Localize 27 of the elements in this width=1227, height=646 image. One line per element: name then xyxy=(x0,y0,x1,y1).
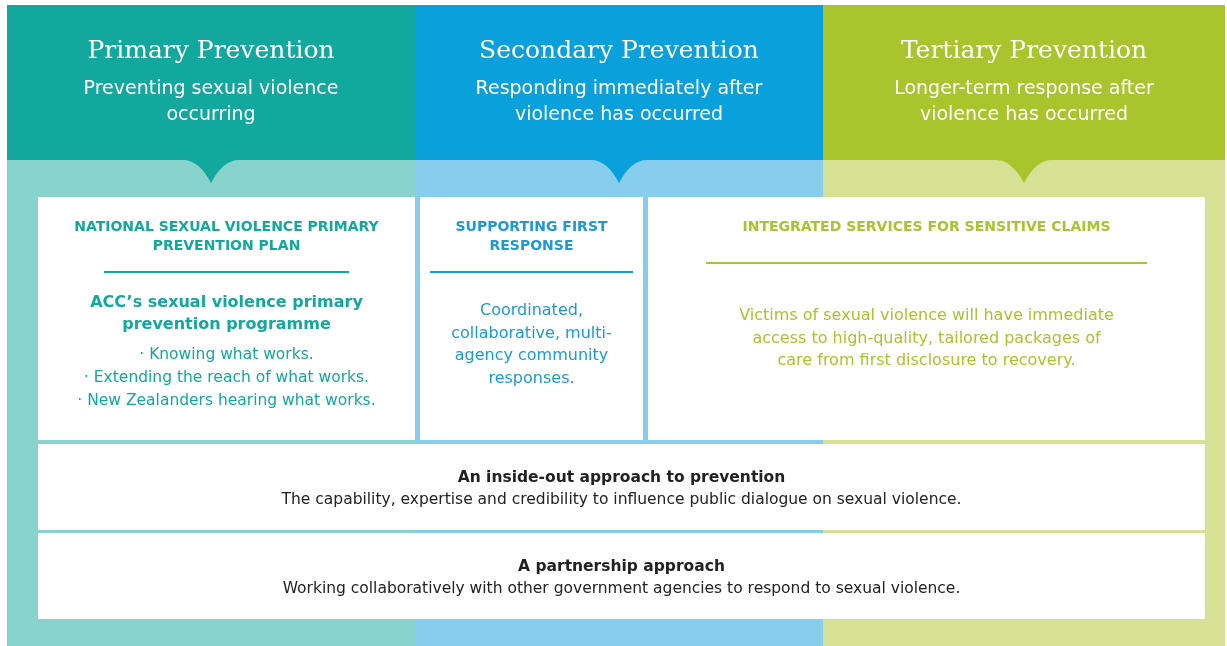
column-subtitle: Preventing sexual violence occurring xyxy=(82,75,340,126)
band-text: The capability, expertise and credibility to influence public dialogue on sexual violence. xyxy=(280,489,963,510)
column-title: Tertiary Prevention xyxy=(899,35,1149,64)
description-text: Coordinated, collaborative, multi-agency community responses. xyxy=(450,299,613,389)
section-heading: NATIONAL SEXUAL VIOLENCE PRIMARY PREVENTION PLAN xyxy=(73,217,380,255)
content-box xyxy=(648,197,1205,440)
band-text: Working collaboratively with other government agencies to respond to sexual violence. xyxy=(281,578,962,599)
column-title: Secondary Prevention xyxy=(478,35,760,64)
column-subtitle: Longer-term response after violence has occurred xyxy=(893,75,1155,126)
approach-band xyxy=(38,444,1205,530)
content-box xyxy=(38,197,415,440)
header-banner xyxy=(7,5,415,183)
band-heading: A partnership approach xyxy=(517,556,726,577)
header-banner xyxy=(823,5,1225,183)
bullet-item: · Knowing what works. xyxy=(138,344,315,365)
header-banner xyxy=(415,5,823,183)
bullet-item: · New Zealanders hearing what works. xyxy=(76,390,377,411)
programme-heading: ACC’s sexual violence primary prevention programme xyxy=(89,291,364,335)
bullet-item: · Extending the reach of what works. xyxy=(82,367,371,388)
content-box xyxy=(420,197,643,440)
column-subtitle: Responding immediately after violence has occurred xyxy=(475,75,763,126)
section-heading: INTEGRATED SERVICES FOR SENSITIVE CLAIMS xyxy=(741,217,1112,236)
band-heading: An inside-out approach to prevention xyxy=(456,467,787,488)
approach-band xyxy=(38,533,1205,619)
column-title: Primary Prevention xyxy=(86,35,336,64)
description-text: Victims of sexual violence will have immediate access to high-quality, tailored packages of care from first disclosure to recovery. xyxy=(738,304,1115,371)
section-heading: SUPPORTING FIRST RESPONSE xyxy=(454,217,609,255)
